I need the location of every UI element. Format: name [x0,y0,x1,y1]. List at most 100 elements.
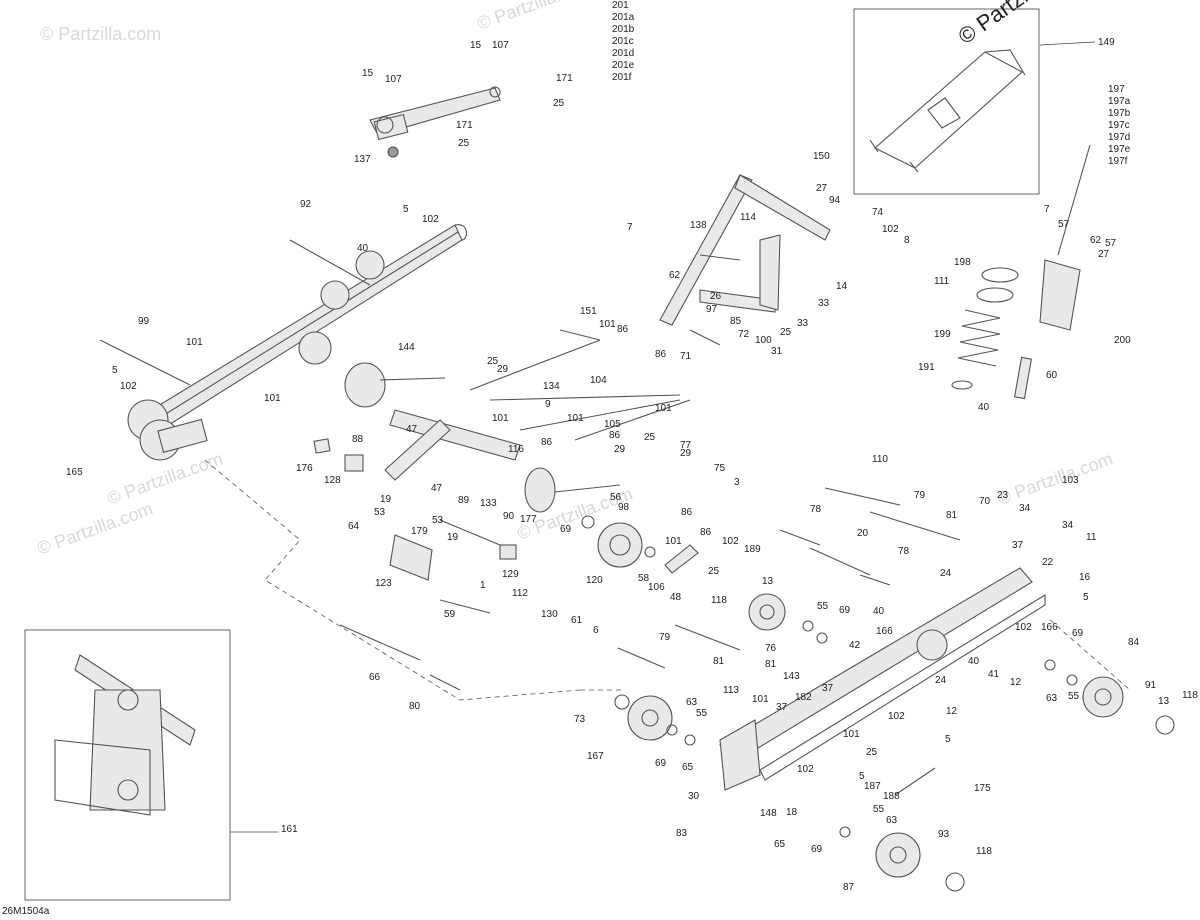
callout-179: 179 [411,526,428,537]
callout-107: 107 [492,40,509,51]
callout-30: 30 [688,791,700,802]
watermark-inset: © Partzilla.com [954,0,1090,49]
rear-slide-rail [719,567,1046,796]
callout-27: 27 [1098,249,1110,260]
callout-57: 57 [1105,238,1117,249]
callout-69: 69 [560,524,572,535]
callout-72: 72 [738,329,750,340]
callout-22: 22 [1042,557,1054,568]
callout-65: 65 [774,839,786,850]
callout-76: 76 [765,643,777,654]
callout-11: 11 [1086,532,1097,543]
callout-101: 101 [264,393,281,404]
callout-40: 40 [357,243,369,254]
callout-81: 81 [765,659,777,670]
callout-84: 84 [1128,637,1140,648]
callout-81: 81 [946,510,958,521]
callout-59: 59 [444,609,456,620]
callout-78: 78 [898,546,910,557]
callout-31: 31 [771,346,783,357]
inset-rear-arm: © Partzilla.com [853,0,1096,195]
callout-191: 191 [918,362,935,373]
callout-65: 65 [682,762,694,773]
callout-201a: 201a [612,12,635,23]
callout-3: 3 [734,477,740,488]
callout-55: 55 [873,804,885,815]
callout-198: 198 [954,257,971,268]
callout-37: 37 [1012,540,1024,551]
callout-130: 130 [541,609,558,620]
callout-25: 25 [780,327,792,338]
callout-62: 62 [669,270,681,281]
callout-41: 41 [988,669,1000,680]
callout-113: 113 [723,685,739,696]
callout-106: 106 [648,582,665,593]
watermark: © Partzilla.com [40,24,161,44]
callout-201c: 201c [612,36,634,47]
callout-74: 74 [872,207,884,218]
front-slide-rail [99,224,467,461]
callout-116: 116 [508,444,524,455]
watermark: © Partzilla.com [995,448,1116,508]
callout-29: 29 [680,448,692,459]
callout-63: 63 [1046,693,1058,704]
callout-197b: 197b [1108,108,1131,119]
callout-9: 9 [545,399,551,410]
callout-37: 37 [822,683,834,694]
callout-33: 33 [818,298,830,309]
callout-6: 6 [593,625,599,636]
callout-199: 199 [934,329,951,340]
callout-8: 8 [904,235,910,246]
callout-107: 107 [385,74,402,85]
callout-118: 118 [1182,690,1198,701]
callout-25: 25 [458,138,470,149]
callout-26: 26 [710,291,722,302]
callout-161: 161 [281,824,298,835]
callout-83: 83 [676,828,688,839]
callout-40: 40 [968,656,980,667]
callout-102: 102 [797,764,814,775]
callout-24: 24 [940,568,952,579]
callout-177: 177 [520,514,537,525]
callout-57: 57 [1058,219,1070,230]
callout-101: 101 [567,413,584,424]
front-arm-assembly [313,362,621,614]
callout-91: 91 [1145,680,1157,691]
callout-29: 29 [614,444,626,455]
callout-56: 56 [610,492,622,503]
callout-5: 5 [112,365,118,376]
callout-118: 118 [711,595,727,606]
callout-110: 110 [872,454,888,465]
callout-187: 187 [864,781,881,792]
leader [1039,41,1096,46]
callout-79: 79 [914,490,926,501]
callout-37: 37 [776,702,788,713]
callout-105: 105 [604,419,621,430]
callout-53: 53 [432,515,444,526]
callout-55: 55 [1068,691,1080,702]
callout-86: 86 [617,324,629,335]
callout-97: 97 [706,304,718,315]
callout-80: 80 [409,701,421,712]
callout-47: 47 [431,483,443,494]
callout-101: 101 [843,729,860,740]
callout-5: 5 [1083,592,1089,603]
callout-40: 40 [978,402,990,413]
front-shock-spring [951,144,1091,400]
callout-5: 5 [859,771,865,782]
callout-69: 69 [1072,628,1084,639]
callout-12: 12 [1010,677,1022,688]
cross-shafts [469,329,691,441]
callout-15: 15 [470,40,482,51]
callout-25: 25 [708,566,720,577]
callout-86: 86 [700,527,712,538]
callout-94: 94 [829,195,841,206]
callout-29: 29 [497,364,509,375]
callout-134: 134 [543,381,560,392]
callout-150: 150 [813,151,830,162]
watermark: © Partzilla.com [35,498,156,558]
callout-69: 69 [655,758,667,769]
callout-16: 16 [1079,572,1091,583]
